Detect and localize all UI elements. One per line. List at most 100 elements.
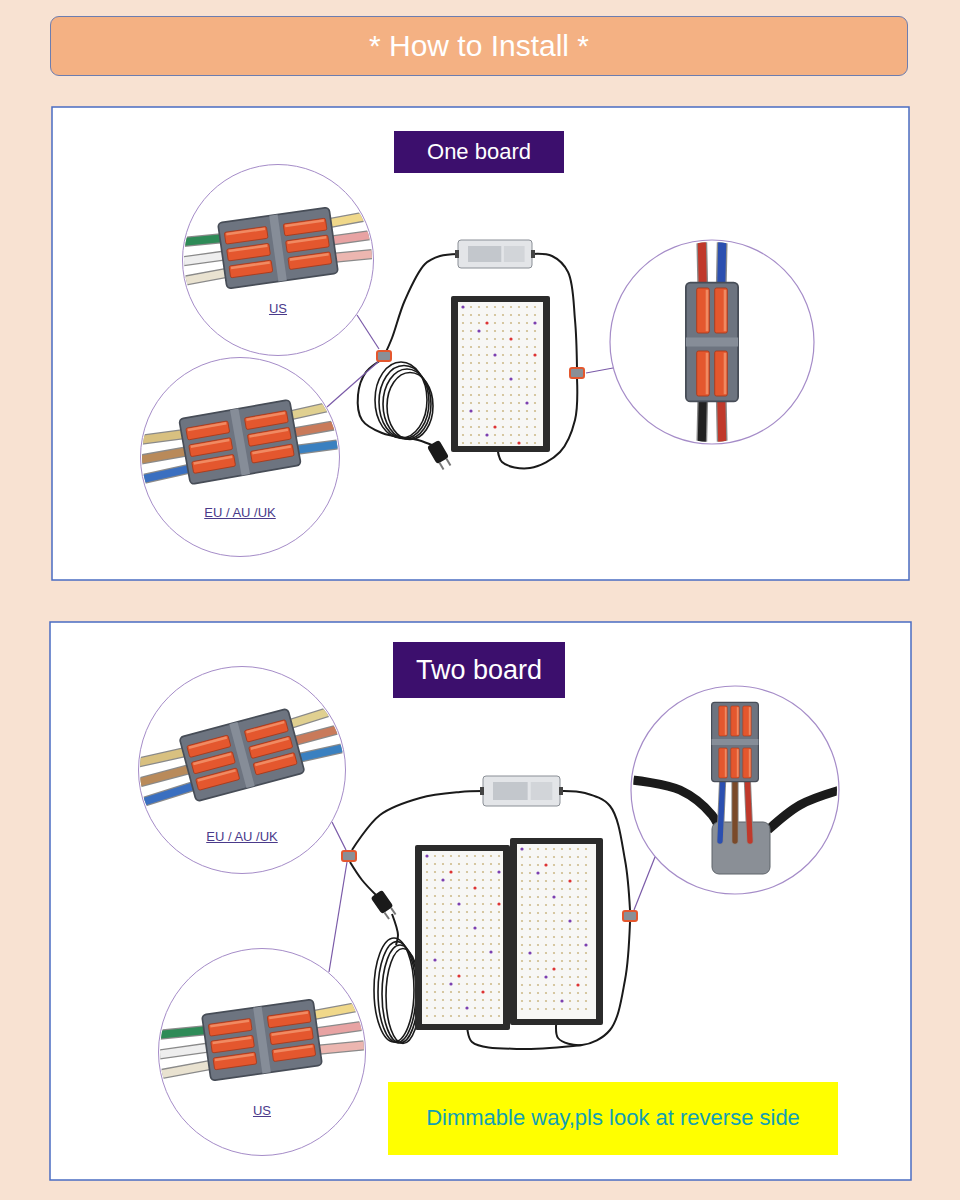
lever-highlight	[197, 769, 235, 782]
led	[577, 872, 579, 874]
wire	[721, 194, 723, 298]
led	[425, 854, 428, 857]
led	[466, 999, 468, 1001]
led	[473, 886, 476, 889]
led	[521, 960, 523, 962]
led	[585, 864, 587, 866]
led	[518, 426, 520, 428]
led	[553, 856, 555, 858]
led	[426, 935, 428, 937]
lever	[196, 768, 240, 790]
led	[502, 434, 504, 436]
wire	[720, 772, 723, 841]
led	[490, 911, 492, 913]
panel	[50, 622, 911, 1180]
led	[577, 904, 579, 906]
led	[553, 912, 555, 914]
plug-pin	[384, 912, 390, 920]
led	[510, 386, 512, 388]
coiled-cord	[374, 938, 414, 1042]
led	[526, 370, 528, 372]
led	[502, 402, 504, 404]
led	[585, 888, 587, 890]
led	[478, 402, 480, 404]
led	[478, 322, 480, 324]
connector-body	[202, 999, 322, 1080]
led	[518, 346, 520, 348]
led	[462, 378, 464, 380]
led	[545, 984, 547, 986]
heading-box: One board	[394, 131, 564, 173]
led	[466, 951, 468, 953]
led	[569, 928, 571, 930]
led	[434, 871, 436, 873]
led	[577, 928, 579, 930]
led	[470, 426, 472, 428]
led	[577, 960, 579, 962]
led	[426, 895, 428, 897]
led	[585, 984, 587, 986]
led	[526, 418, 528, 420]
led	[569, 872, 571, 874]
led	[426, 991, 428, 993]
led	[536, 871, 539, 874]
plug-pin	[439, 462, 445, 470]
led	[466, 1015, 468, 1017]
led	[482, 951, 484, 953]
led	[561, 928, 563, 930]
led	[537, 968, 539, 970]
led	[462, 354, 464, 356]
led	[434, 855, 436, 857]
lever	[286, 235, 330, 253]
led	[442, 967, 444, 969]
led	[426, 959, 428, 961]
led	[470, 378, 472, 380]
led	[458, 1007, 460, 1009]
led-board	[415, 845, 510, 1030]
lever	[250, 444, 294, 463]
led	[458, 911, 460, 913]
wire	[701, 387, 703, 491]
led	[486, 330, 488, 332]
led	[426, 927, 428, 929]
led	[569, 1008, 571, 1010]
led	[585, 912, 587, 914]
led	[490, 983, 492, 985]
led	[585, 856, 587, 858]
led	[494, 346, 496, 348]
led	[442, 935, 444, 937]
led	[510, 330, 512, 332]
led	[426, 863, 428, 865]
led	[525, 401, 528, 404]
led	[533, 353, 536, 356]
led	[458, 967, 460, 969]
led	[534, 434, 536, 436]
note-box: Dimmable way,pls look at reverse side	[388, 1082, 838, 1155]
led	[498, 895, 500, 897]
led	[494, 402, 496, 404]
led	[474, 959, 476, 961]
led	[450, 935, 452, 937]
wire	[701, 387, 703, 491]
cable	[632, 780, 722, 835]
led	[490, 975, 492, 977]
led	[490, 999, 492, 1001]
led	[521, 984, 523, 986]
led	[498, 911, 500, 913]
led	[534, 410, 536, 412]
driver-label	[468, 246, 501, 262]
led	[537, 936, 539, 938]
wire	[139, 254, 236, 268]
led	[470, 354, 472, 356]
led	[462, 370, 464, 372]
led	[502, 346, 504, 348]
led	[553, 1008, 555, 1010]
led	[498, 967, 500, 969]
led	[569, 904, 571, 906]
led	[529, 888, 531, 890]
led	[537, 952, 539, 954]
led	[534, 362, 536, 364]
led	[478, 434, 480, 436]
led	[466, 911, 468, 913]
